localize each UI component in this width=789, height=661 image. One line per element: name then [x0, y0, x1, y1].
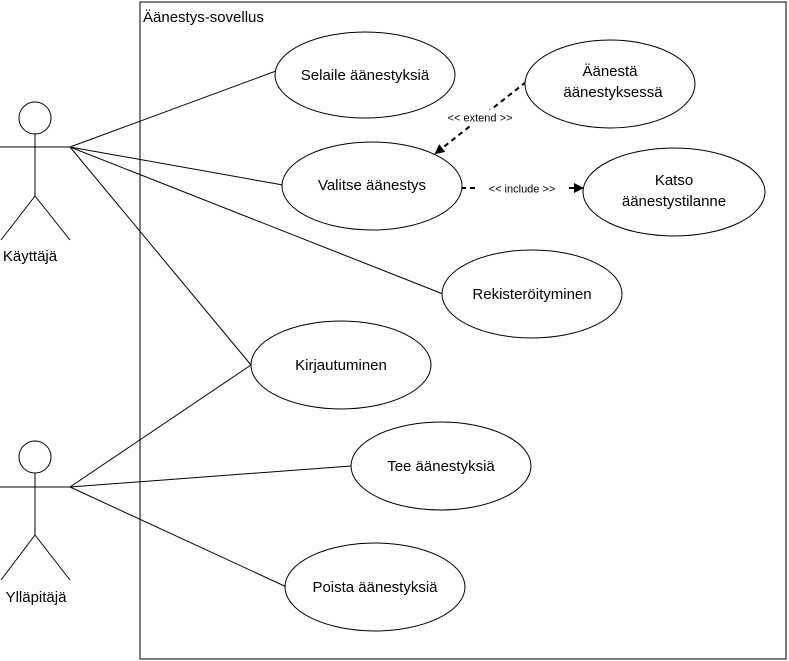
- actor-leg-left: [0, 534, 36, 581]
- use-case-aanesta[interactable]: Äänestä äänestyksessä: [524, 39, 696, 129]
- system-boundary: [139, 1, 787, 660]
- actor-kayttaja[interactable]: [0, 101, 71, 241]
- use-case-rekisteroityminen[interactable]: Rekisteröityminen: [441, 249, 623, 339]
- use-case-label: Äänestä: [582, 63, 638, 80]
- use-case-valitse[interactable]: Valitse äänestys: [281, 141, 463, 231]
- use-case-katso[interactable]: Katso äänestystilanne: [582, 147, 766, 237]
- use-case-kirjautuminen[interactable]: Kirjautuminen: [250, 320, 432, 410]
- assoc-kayttaja-selaile: [69, 70, 277, 148]
- actor-leg-right: [34, 195, 71, 241]
- include-label-bg: [479, 181, 565, 196]
- assoc-kayttaja-rekisteroityminen: [69, 146, 444, 295]
- assoc-yllapitaja-tee: [69, 465, 352, 488]
- associations-yllapitaja: [69, 364, 352, 590]
- assoc-kayttaja-kirjautuminen: [69, 146, 252, 366]
- use-case-label: Tee äänestyksiä: [387, 458, 495, 475]
- extend-label-bg: [440, 110, 520, 125]
- system-title: Äänestys-sovellus: [143, 9, 264, 26]
- include-relation: << include >>: [461, 181, 584, 196]
- actor-head: [18, 440, 52, 474]
- actor-leg-left: [0, 195, 36, 241]
- use-case-tee[interactable]: Tee äänestyksiä: [350, 421, 532, 511]
- use-case-label: Poista äänestyksiä: [312, 579, 438, 596]
- use-case-label: Selaile äänestyksiä: [301, 67, 430, 84]
- actor-yllapitaja[interactable]: [0, 440, 71, 581]
- actor-leg-right: [34, 534, 71, 581]
- use-case-label: äänestyksessä: [563, 84, 663, 101]
- extend-relation: << extend >>: [434, 81, 527, 155]
- use-case-label: Rekisteröityminen: [472, 286, 591, 303]
- actor-head: [18, 101, 52, 135]
- use-case-label: Valitse äänestys: [318, 177, 426, 194]
- actor-label-yllapitaja: Ylläpitäjä: [6, 589, 68, 606]
- assoc-yllapitaja-kirjautuminen: [69, 364, 252, 488]
- use-case-label: äänestystilanne: [622, 193, 726, 210]
- include-label: << include >>: [489, 184, 556, 196]
- use-case-selaile[interactable]: Selaile äänestyksiä: [274, 31, 456, 119]
- use-case-label: Katso: [655, 172, 693, 189]
- use-case-label: Kirjautuminen: [295, 357, 387, 374]
- assoc-yllapitaja-poista: [69, 486, 292, 590]
- actor-label-kayttaja: Käyttäjä: [3, 248, 58, 265]
- assoc-kayttaja-valitse: [69, 146, 284, 186]
- associations-kayttaja: [69, 70, 444, 366]
- use-case-poista[interactable]: Poista äänestyksiä: [284, 542, 466, 632]
- extend-label: << extend >>: [448, 113, 513, 125]
